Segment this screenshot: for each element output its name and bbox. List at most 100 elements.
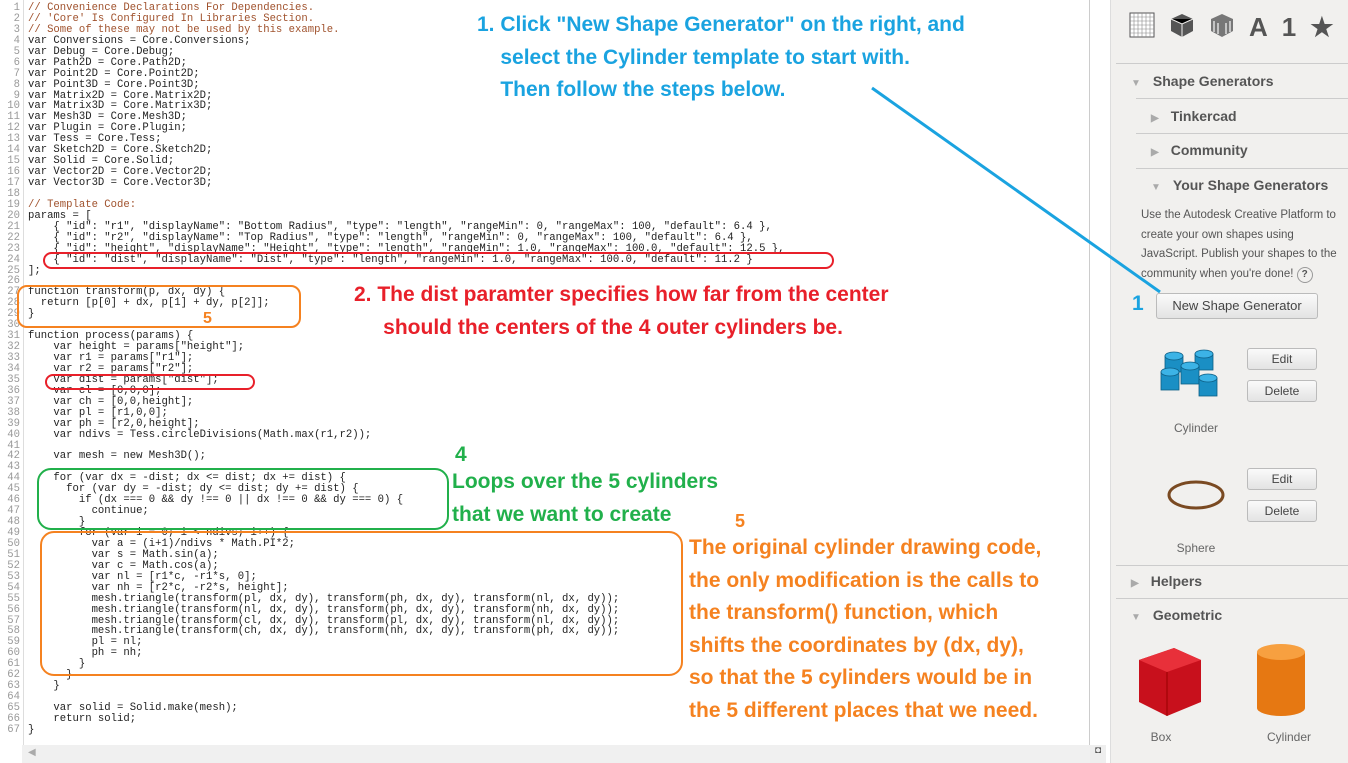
code-content[interactable]: 1// Convenience Declarations For Depende…: [0, 3, 785, 736]
code-line[interactable]: 61 }: [0, 659, 785, 670]
section-your-shape-generators[interactable]: ▼Your Shape Generators: [1151, 177, 1348, 193]
text-shape-icon[interactable]: A: [1249, 12, 1268, 42]
code-line[interactable]: 41: [0, 440, 785, 452]
line-number: 52: [7, 559, 20, 572]
edit-button[interactable]: Edit: [1247, 468, 1317, 490]
code-line[interactable]: 45 for (var dy = -dist; dy <= dist; dy +…: [0, 484, 785, 495]
code-line[interactable]: 29}: [0, 309, 785, 320]
code-line[interactable]: 32 var height = params["height"];: [0, 342, 785, 353]
code-line[interactable]: 30: [0, 320, 785, 331]
grid-icon[interactable]: [1129, 12, 1155, 45]
code-line[interactable]: 1// Convenience Declarations For Depende…: [0, 3, 785, 14]
section-geometric[interactable]: ▼Geometric: [1131, 607, 1348, 623]
code-line[interactable]: 64: [0, 692, 785, 703]
code-line[interactable]: 53 var nl = [r1*c, -r1*s, 0];: [0, 571, 785, 583]
code-line[interactable]: 46 if (dx === 0 && dy !== 0 || dx !== 0 …: [0, 495, 785, 506]
code-line[interactable]: 37 var ch = [0,0,height];: [0, 396, 785, 408]
section-shape-generators[interactable]: ▼Shape Generators: [1131, 73, 1348, 89]
code-line[interactable]: 22 { "id": "r2", "displayName": "Top Rad…: [0, 232, 785, 244]
section-community[interactable]: ▶Community: [1151, 142, 1348, 158]
cylinder-shape-thumbnail[interactable]: [1251, 640, 1311, 720]
section-helpers[interactable]: ▶Helpers: [1131, 573, 1348, 589]
code-line[interactable]: 54 var nh = [r2*c, -r2*s, height];: [0, 582, 785, 594]
code-line[interactable]: 35 var dist = params["dist"];: [0, 374, 785, 386]
resize-handle[interactable]: ◘: [1090, 745, 1106, 763]
line-number: 65: [7, 702, 20, 714]
code-line[interactable]: 19// Template Code:: [0, 199, 785, 211]
delete-button[interactable]: Delete: [1247, 500, 1317, 522]
code-line[interactable]: 65 var solid = Solid.make(mesh);: [0, 703, 785, 714]
code-line[interactable]: 2// 'Core' Is Configured In Libraries Se…: [0, 13, 785, 25]
star-icon[interactable]: ★: [1310, 12, 1334, 42]
code-line[interactable]: 59 pl = nl;: [0, 637, 785, 648]
code-line[interactable]: 40 var ndivs = Tess.circleDivisions(Math…: [0, 429, 785, 441]
code-line[interactable]: 49 for (var i = 0; i < ndivs; i++) {: [0, 528, 785, 539]
code-text: var Point3D = Core.Point3D;: [28, 78, 200, 91]
code-line[interactable]: 62 }: [0, 670, 785, 681]
code-line[interactable]: 58 mesh.triangle(transform(ch, dx, dy), …: [0, 626, 785, 637]
cylinder-group-thumbnail[interactable]: [1159, 348, 1231, 404]
help-icon[interactable]: ?: [1296, 266, 1313, 283]
code-line[interactable]: 33 var r1 = params["r1"];: [0, 353, 785, 364]
code-line[interactable]: 23 { "id": "height", "displayName": "Hei…: [0, 243, 784, 255]
section-tinkercad[interactable]: ▶Tinkercad: [1151, 108, 1348, 124]
code-line[interactable]: 21 { "id": "r1", "displayName": "Bottom …: [0, 221, 785, 233]
code-line[interactable]: 47 continue;: [0, 506, 785, 517]
box-icon[interactable]: [1169, 12, 1195, 45]
code-line[interactable]: 57 mesh.triangle(transform(cl, dx, dy), …: [0, 615, 785, 627]
code-line[interactable]: 28 return [p[0] + dx, p[1] + dy, p[2]];: [0, 298, 785, 309]
horizontal-scrollbar[interactable]: ◀: [22, 745, 1090, 763]
code-line[interactable]: 52 var c = Math.cos(a);: [0, 559, 785, 572]
number-shape-icon[interactable]: 1: [1281, 12, 1297, 42]
code-line[interactable]: 43: [0, 462, 785, 473]
code-line[interactable]: 18: [0, 188, 785, 200]
code-line[interactable]: 26: [0, 276, 785, 287]
textured-box-icon[interactable]: [1209, 12, 1235, 45]
code-line[interactable]: 44 for (var dx = -dist; dx <= dist; dx +…: [0, 473, 785, 484]
code-text: var r2 = params["r2"];: [28, 362, 194, 375]
code-line[interactable]: 51 var s = Math.sin(a);: [0, 549, 785, 561]
code-line[interactable]: 60 ph = nh;: [0, 648, 785, 659]
code-line[interactable]: 66 return solid;: [0, 713, 785, 725]
edit-button[interactable]: Edit: [1247, 348, 1317, 370]
code-line[interactable]: 39 var ph = [r2,0,height];: [0, 418, 785, 430]
code-line[interactable]: 38 var pl = [r1,0,0];: [0, 407, 785, 419]
code-line[interactable]: 25];: [0, 265, 785, 277]
code-line[interactable]: 36 var cl = [0,0,0];: [0, 385, 785, 397]
code-line[interactable]: 48 }: [0, 517, 785, 528]
new-shape-generator-button[interactable]: New Shape Generator: [1156, 293, 1318, 319]
ring-thumbnail[interactable]: [1166, 478, 1226, 512]
scroll-left-icon[interactable]: ◀: [28, 747, 36, 758]
code-line[interactable]: 34 var r2 = params["r2"];: [0, 362, 785, 375]
code-line[interactable]: 56 mesh.triangle(transform(nl, dx, dy), …: [0, 604, 785, 616]
code-line[interactable]: 55 mesh.triangle(transform(pl, dx, dy), …: [0, 593, 785, 605]
code-line[interactable]: 42 var mesh = new Mesh3D();: [0, 451, 785, 462]
code-text: params = [: [28, 209, 92, 222]
line-number: 12: [7, 122, 20, 135]
code-line[interactable]: 24 { "id": "dist", "displayName": "Dist"…: [0, 254, 785, 266]
code-line[interactable]: 67}: [0, 724, 785, 736]
code-line[interactable]: 63 }: [0, 681, 785, 692]
line-number: 31: [7, 330, 20, 343]
box-shape-thumbnail[interactable]: [1129, 640, 1209, 720]
code-line[interactable]: 3// Some of these may not be used by thi…: [0, 24, 785, 36]
code-line[interactable]: 50 var a = (i+1)/ndivs * Math.PI*2;: [0, 538, 785, 550]
delete-button[interactable]: Delete: [1247, 380, 1317, 402]
